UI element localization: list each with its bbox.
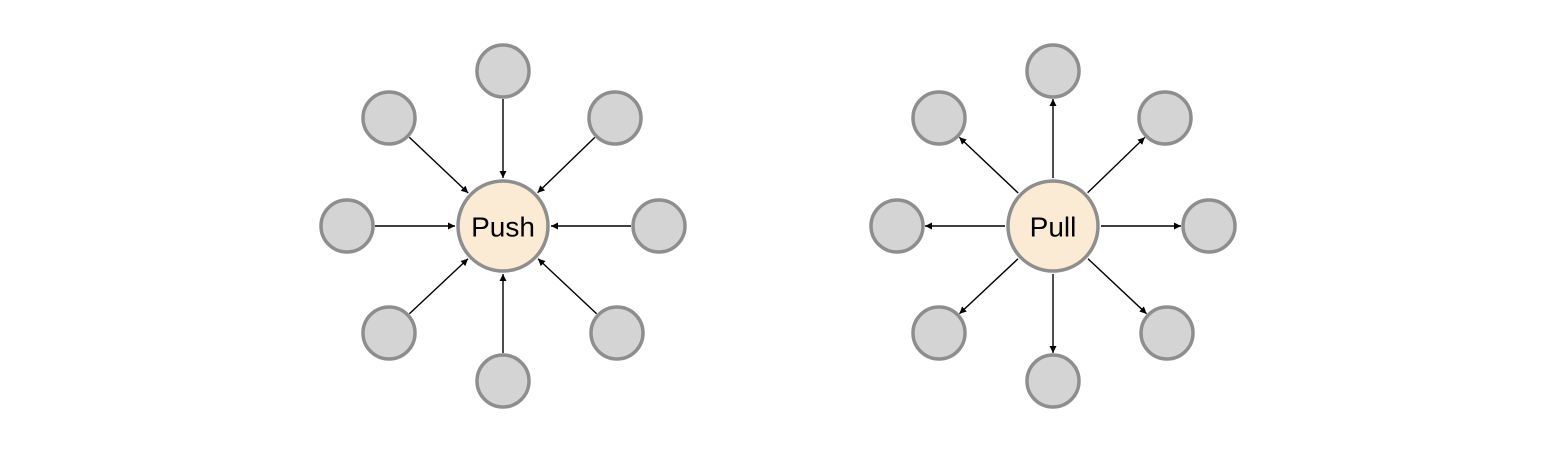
push-arrow-bottom-right — [537, 258, 598, 315]
pull-satellite-node-bottom — [1025, 353, 1081, 409]
push-diagram: Push — [319, 43, 687, 409]
pull-arrow-top-right — [1087, 136, 1146, 194]
pull-arrow-bottom-left — [958, 258, 1019, 315]
pull-hub-node — [1006, 179, 1100, 273]
push-hub-node — [456, 179, 550, 273]
pull-satellite-node-bottom-left — [911, 305, 967, 361]
pull-diagram: Pull — [869, 43, 1237, 409]
pull-arrow-bottom-right — [1087, 258, 1148, 315]
push-arrow-bottom-left — [408, 258, 469, 315]
push-satellite-node-left — [319, 198, 375, 254]
pull-satellite-node-right — [1181, 198, 1237, 254]
pull-satellite-node-top — [1025, 43, 1081, 99]
pull-satellite-node-top-right — [1137, 90, 1193, 146]
pull-satellite-node-top-left — [911, 90, 967, 146]
push-hub-label: Push — [471, 212, 535, 243]
push-satellite-node-bottom-left — [361, 305, 417, 361]
push-satellite-node-bottom — [475, 353, 531, 409]
pull-arrow-top-left — [958, 136, 1019, 194]
push-satellite-node-bottom-right — [589, 305, 645, 361]
push-arrow-top-right — [537, 136, 596, 194]
push-satellite-node-top-right — [587, 90, 643, 146]
pull-satellite-node-left — [869, 198, 925, 254]
push-satellite-node-right — [631, 198, 687, 254]
pull-hub-label: Pull — [1030, 212, 1077, 243]
pull-satellite-node-bottom-right — [1139, 305, 1195, 361]
push-arrow-top-left — [408, 136, 469, 194]
push-satellite-node-top-left — [361, 90, 417, 146]
push-satellite-node-top — [475, 43, 531, 99]
